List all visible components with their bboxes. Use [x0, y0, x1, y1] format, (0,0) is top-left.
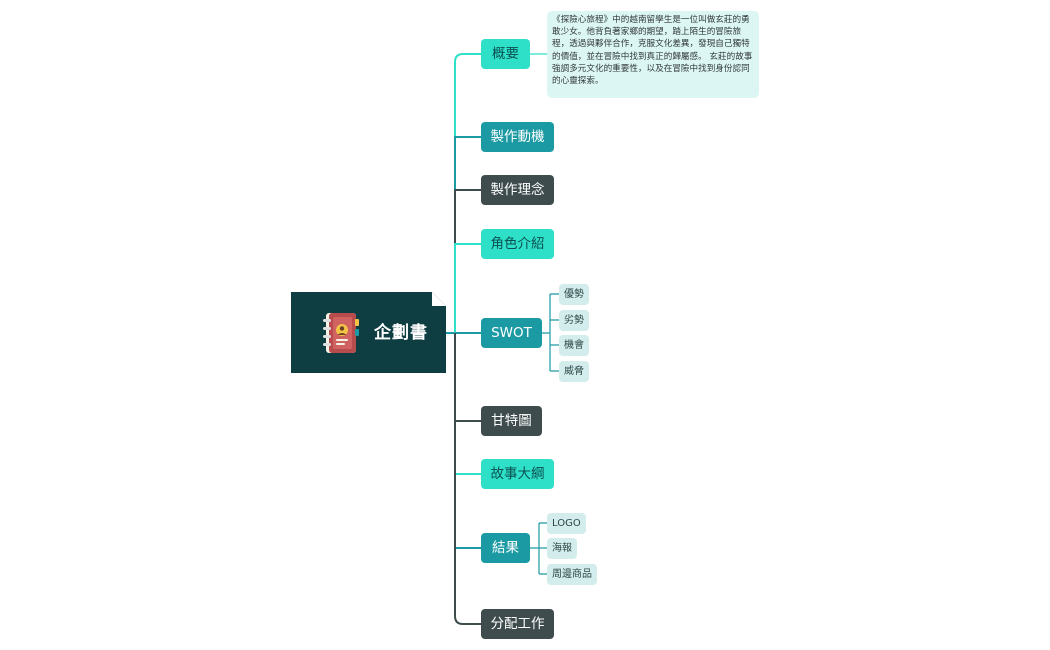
planner-notebook-icon [323, 313, 359, 353]
swot-strengths[interactable]: 優勢 [559, 284, 589, 305]
topic-gantt-chart[interactable]: 甘特圖 [481, 406, 542, 436]
overview-note: 《探險心旅程》中的越南留學生是一位叫做玄莊的勇敢少女。他背負著家鄉的期望，踏上陌… [547, 11, 759, 98]
central-topic[interactable] [291, 292, 446, 373]
result-poster[interactable]: 海報 [547, 538, 577, 559]
central-topic-label: 企劃書 [374, 323, 428, 343]
topic-concept[interactable]: 製作理念 [481, 175, 554, 205]
topic-swot[interactable]: SWOT [481, 318, 542, 348]
topic-overview[interactable]: 概要 [481, 39, 530, 69]
swot-opportunities[interactable]: 機會 [559, 335, 589, 356]
swot-weaknesses[interactable]: 劣勢 [559, 310, 589, 331]
topic-story-outline[interactable]: 故事大綱 [481, 459, 554, 489]
topic-motivation[interactable]: 製作動機 [481, 122, 554, 152]
result-merchandise[interactable]: 周邊商品 [547, 564, 597, 585]
result-logo[interactable]: LOGO [547, 513, 586, 534]
swot-threats[interactable]: 威脅 [559, 361, 589, 382]
topic-results[interactable]: 結果 [481, 533, 530, 563]
topic-characters[interactable]: 角色介紹 [481, 229, 554, 259]
topic-task-assignment[interactable]: 分配工作 [481, 609, 554, 639]
